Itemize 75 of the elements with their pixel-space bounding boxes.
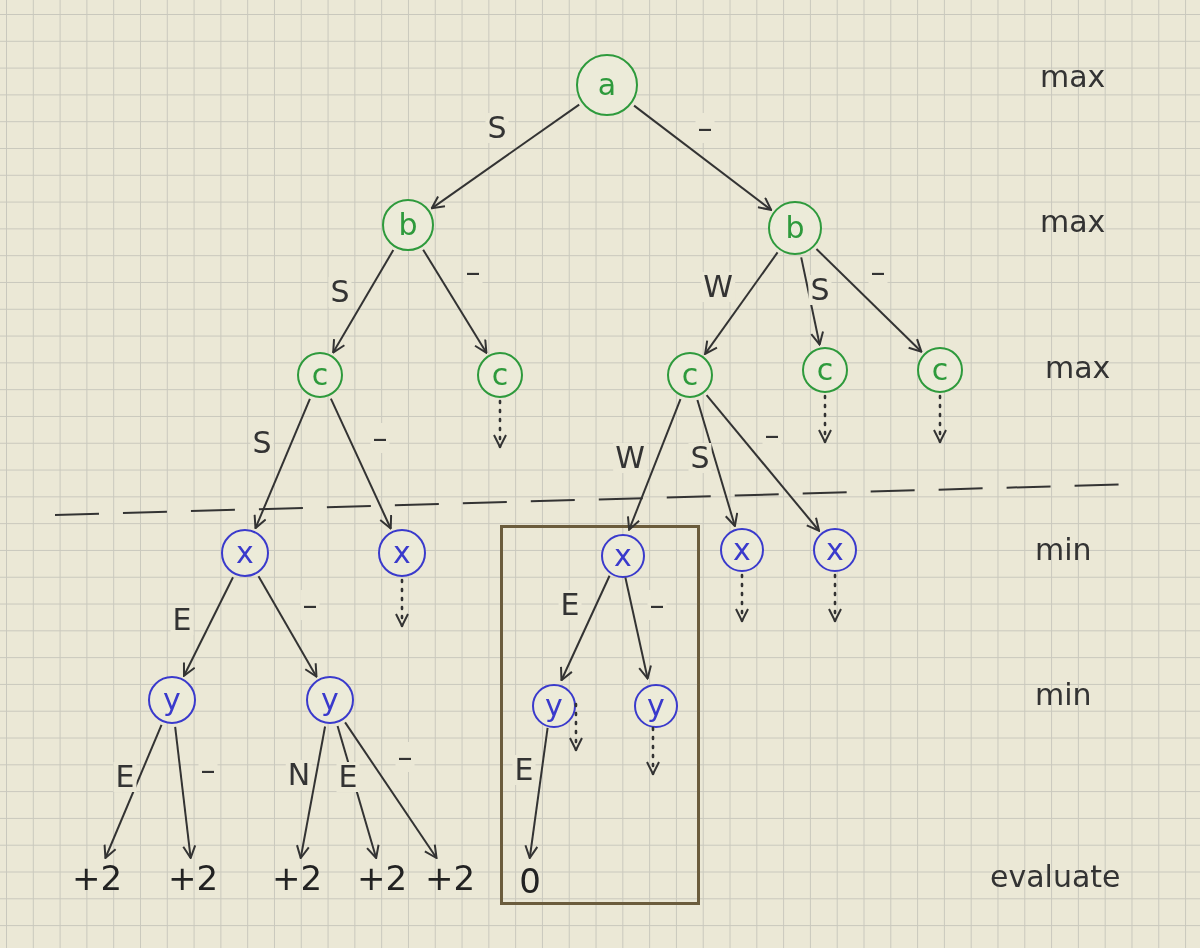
move-arrow: [524, 726, 549, 859]
move-arrow: [705, 394, 821, 532]
edge-label: S: [808, 275, 832, 305]
evaluation-value: +2: [166, 858, 220, 898]
state-node: x: [378, 529, 426, 577]
edge-label: –: [300, 590, 320, 620]
level-label: max: [1040, 62, 1106, 92]
edge-label: E: [558, 590, 582, 620]
state-node: x: [221, 529, 269, 577]
evaluation-value: +2: [423, 858, 477, 898]
state-node: y: [634, 684, 678, 728]
move-arrow: [422, 248, 488, 354]
move-arrow: [329, 397, 393, 530]
state-node: b: [382, 199, 434, 251]
move-arrow: [344, 721, 438, 859]
state-node: y: [306, 676, 354, 724]
evaluation-value: 0: [513, 861, 547, 901]
edge-label: S: [485, 113, 509, 143]
evaluation-value: +2: [270, 858, 324, 898]
edge-label: S: [328, 277, 352, 307]
edge-label: –: [370, 423, 390, 453]
continuation-arrow: [735, 573, 749, 623]
level-label: min: [1035, 535, 1092, 565]
move-arrow: [800, 256, 824, 346]
continuation-arrow: [818, 394, 832, 444]
state-node: b: [768, 201, 822, 255]
move-arrow: [626, 398, 682, 531]
edge-label: –: [647, 590, 667, 620]
move-arrow: [174, 725, 197, 859]
edge-label: E: [113, 762, 137, 792]
continuation-arrow: [646, 726, 660, 776]
state-node: x: [601, 534, 645, 578]
move-arrow: [815, 248, 923, 353]
edge-label: –: [395, 742, 415, 772]
continuation-arrow: [493, 399, 507, 449]
level-label: min: [1035, 680, 1092, 710]
move-arrow: [182, 576, 234, 677]
move-arrow: [430, 103, 581, 210]
continuation-arrow: [395, 578, 409, 628]
state-node: c: [297, 352, 343, 398]
state-node: a: [576, 54, 638, 116]
state-node: y: [532, 684, 576, 728]
edge-label: –: [695, 113, 715, 143]
state-node: y: [148, 676, 196, 724]
state-node: c: [917, 347, 963, 393]
move-arrow: [624, 576, 652, 680]
move-arrow: [696, 398, 739, 528]
move-arrow: [560, 574, 611, 682]
edge-label: W: [701, 272, 735, 302]
level-label: max: [1040, 207, 1106, 237]
state-node: c: [667, 352, 713, 398]
evaluation-value: +2: [70, 858, 124, 898]
continuation-arrow: [933, 394, 947, 444]
state-node: c: [477, 352, 523, 398]
evaluation-value: +2: [355, 858, 409, 898]
state-node: c: [802, 347, 848, 393]
move-arrow: [257, 575, 318, 678]
level-label: evaluate: [990, 862, 1121, 892]
continuation-arrow: [828, 573, 842, 623]
edge-label: N: [285, 760, 313, 790]
continuation-arrow: [569, 702, 583, 752]
edge-label: E: [512, 755, 536, 785]
edge-label: W: [613, 443, 647, 473]
move-arrow: [296, 725, 327, 859]
edge-label: S: [688, 443, 712, 473]
state-node: x: [813, 528, 857, 572]
move-arrow: [253, 397, 311, 530]
move-arrow: [103, 723, 163, 859]
level-label: max: [1045, 353, 1111, 383]
edge-label: E: [336, 762, 360, 792]
state-node: x: [720, 528, 764, 572]
move-arrow: [633, 104, 773, 211]
edge-label: E: [170, 605, 194, 635]
move-arrow: [704, 251, 779, 355]
move-arrow: [332, 249, 395, 354]
